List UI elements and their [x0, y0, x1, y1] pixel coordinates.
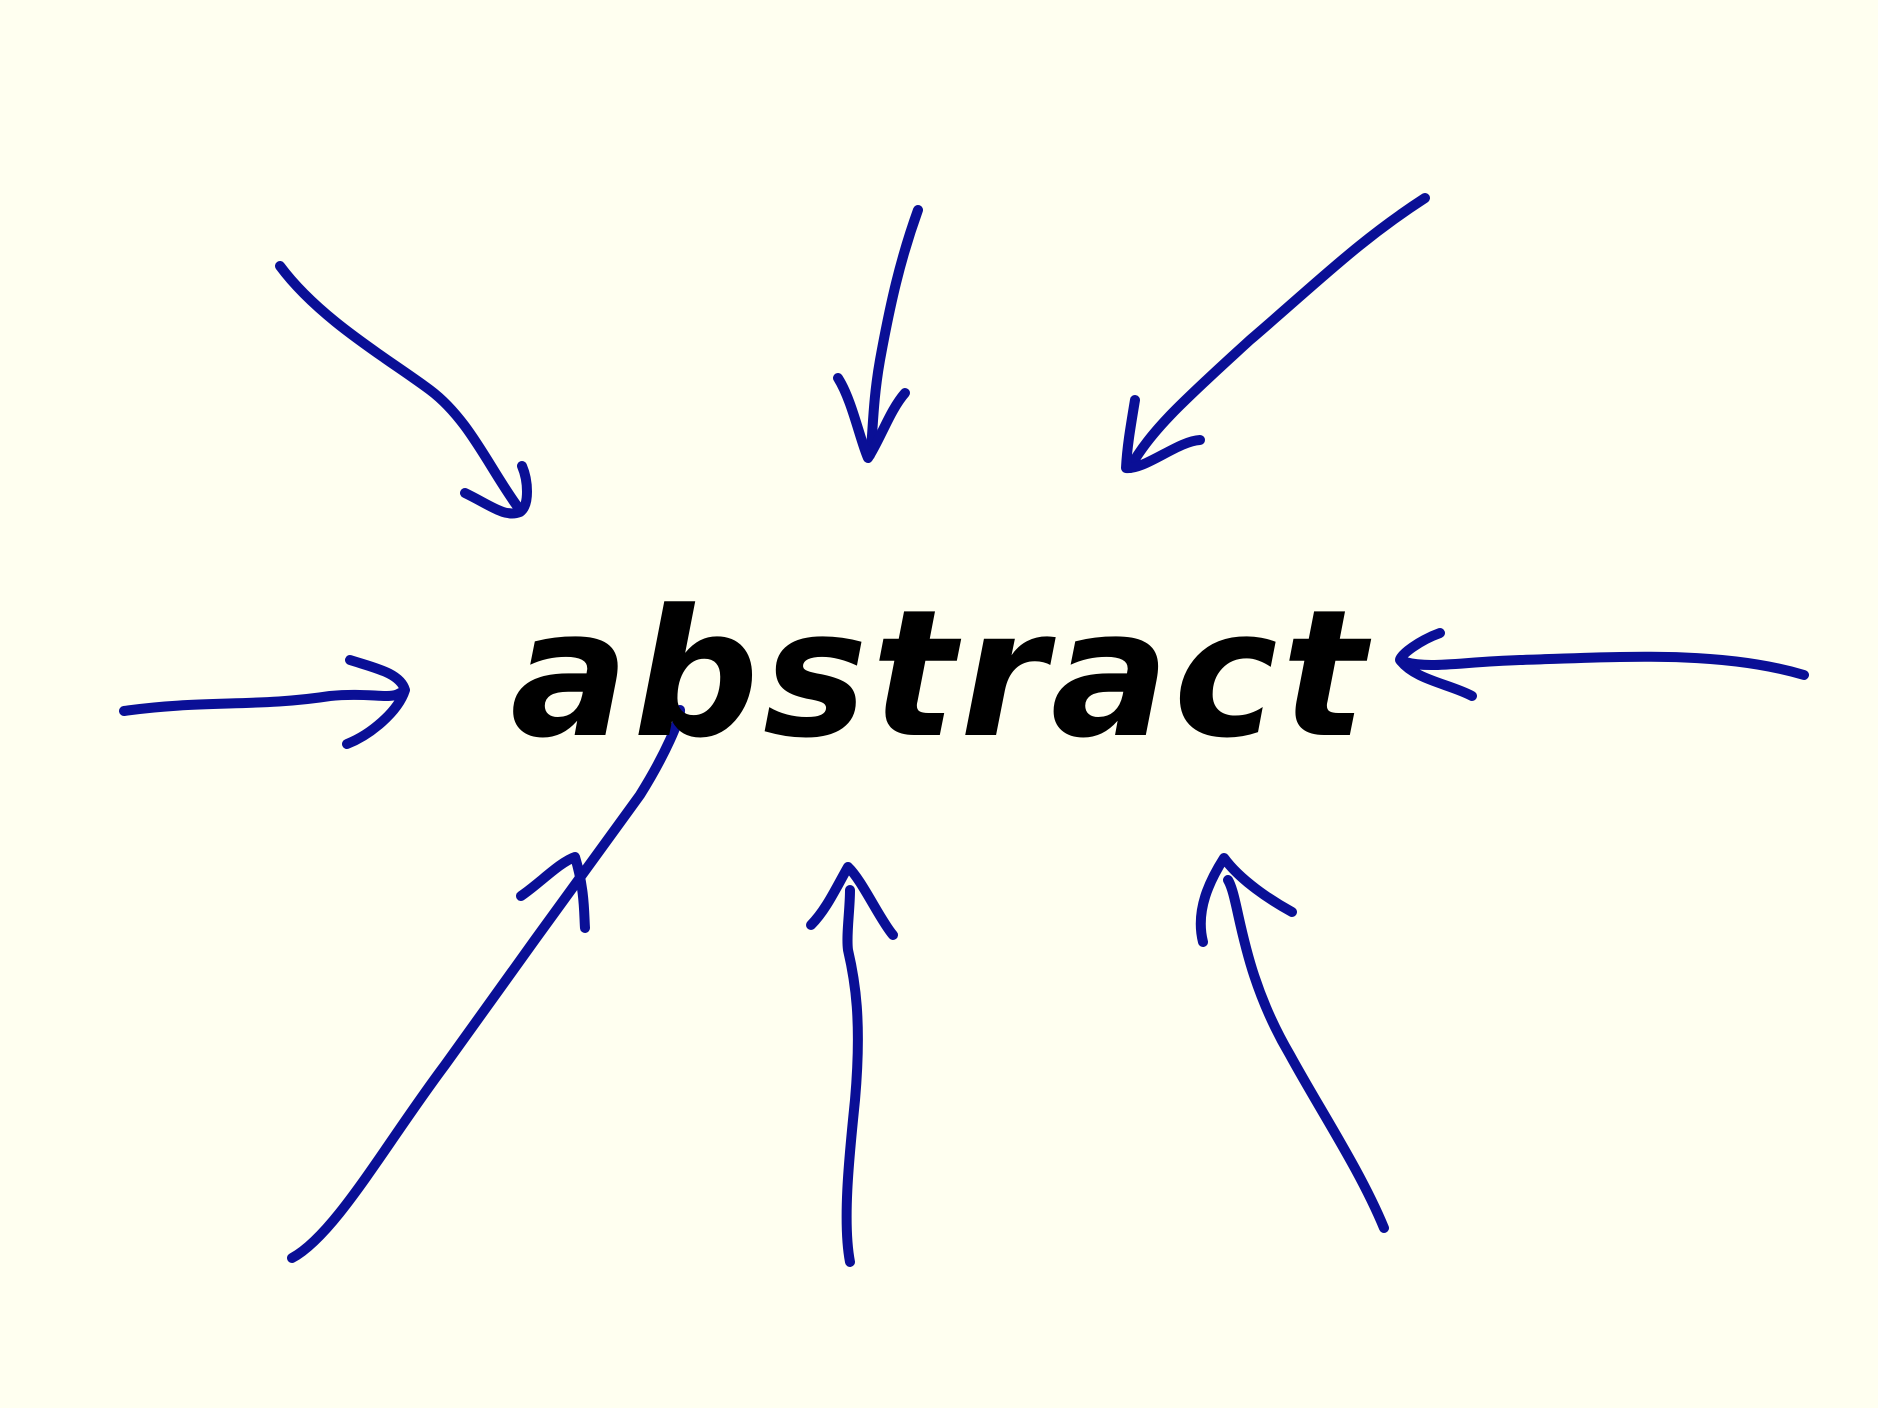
arrow-bottom-right-shaft: [1223, 875, 1389, 1233]
center-word-abstract: abstract: [510, 572, 1372, 777]
arrow-top-right-shaft: [1125, 193, 1430, 473]
arrow-left-head: [342, 655, 410, 749]
arrow-top-right: [1121, 193, 1430, 474]
arrow-right-shaft: [1400, 651, 1809, 680]
arrow-top-left-head: [460, 461, 532, 519]
arrow-right-head: [1395, 628, 1477, 701]
arrow-bottom-left: [287, 705, 685, 1263]
arrow-bottom-right-head: [1195, 853, 1297, 947]
arrow-left: [119, 655, 410, 749]
arrow-top-left-shaft: [275, 261, 525, 515]
arrow-bottom-left-shaft: [287, 705, 685, 1263]
arrow-right: [1395, 628, 1809, 701]
arrow-bottom-head: [806, 862, 898, 940]
arrow-top-head: [833, 373, 910, 463]
arrow-top: [833, 205, 923, 463]
arrow-top-shaft: [865, 205, 923, 460]
arrow-left-shaft: [119, 688, 405, 716]
arrow-top-left: [275, 261, 532, 519]
arrow-bottom: [806, 862, 898, 1267]
arrow-bottom-shaft: [841, 885, 863, 1267]
arrow-bottom-right: [1195, 853, 1389, 1233]
arrow-top-right-head: [1121, 395, 1205, 474]
arrow-bottom-left-head: [516, 852, 590, 933]
